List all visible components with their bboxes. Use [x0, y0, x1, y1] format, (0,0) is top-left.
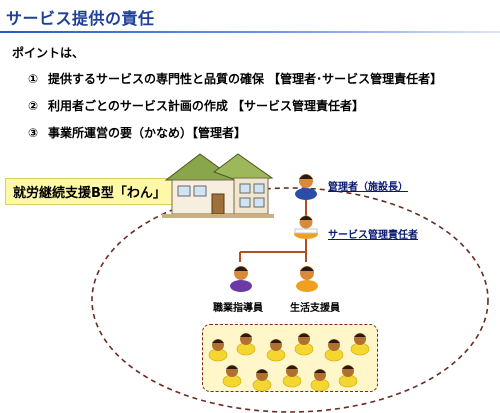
life-support-label: 生活支援員: [290, 303, 340, 314]
user-figure-icon: [350, 332, 370, 356]
point-3-text: 事業所運営の要（かなめ）【管理者】: [48, 126, 247, 140]
point-2-number: ②: [28, 99, 39, 113]
user-figure-icon: [208, 338, 228, 362]
point-3-number: ③: [28, 126, 39, 140]
user-figure-icon: [338, 364, 358, 388]
point-1: ① 提供するサービスの専門性と品質の確保 【管理者･サービス管理責任者】: [28, 70, 442, 87]
point-2: ② 利用者ごとのサービス計画の作成 【サービス管理責任者】: [28, 97, 364, 114]
point-1-number: ①: [28, 72, 39, 86]
user-figure-icon: [236, 332, 256, 356]
user-figure-icon: [222, 364, 242, 388]
page-title: サービス提供の責任: [6, 9, 155, 28]
user-figure-icon: [294, 332, 314, 356]
point-1-text: 提供するサービスの専門性と品質の確保 【管理者･サービス管理責任者】: [48, 72, 443, 86]
service-manager-person-icon: [294, 215, 318, 239]
user-figure-icon: [266, 338, 286, 362]
users-figures: [208, 332, 370, 392]
manager-label: 管理者（施設長）: [328, 182, 408, 193]
user-figure-icon: [310, 368, 330, 392]
manager-person-icon: [295, 174, 317, 200]
vocational-instructor-person-icon: [230, 266, 252, 292]
points-heading: ポイントは、: [12, 46, 85, 60]
service-manager-label: サービス管理責任者: [328, 230, 418, 241]
user-figure-icon: [324, 338, 344, 362]
life-support-person-icon: [296, 266, 318, 292]
user-figure-icon: [282, 364, 302, 388]
point-2-text: 利用者ごとのサービス計画の作成 【サービス管理責任者】: [48, 99, 365, 113]
facility-label: 就労継続支援B型「わん」: [5, 178, 174, 205]
facility-house-icon: [162, 153, 274, 218]
title-underline: [0, 31, 500, 33]
point-3: ③ 事業所運営の要（かなめ）【管理者】: [28, 124, 246, 141]
user-figure-icon: [252, 368, 272, 392]
vocational-instructor-label: 職業指導員: [213, 303, 263, 314]
facility-boundary: [91, 187, 489, 413]
